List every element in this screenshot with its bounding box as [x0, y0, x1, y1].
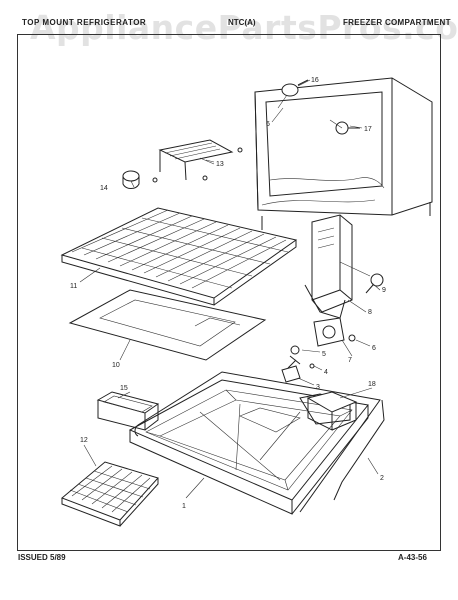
callout-6: 6 — [372, 345, 376, 352]
ice-tray-12 — [61, 461, 159, 527]
callout-16: 16 — [311, 77, 319, 84]
callout-6-top: 6 — [266, 121, 270, 128]
issued-date: ISSUED 5/89 — [18, 553, 66, 562]
watermark: AppliancePartsPros.com — [30, 8, 458, 47]
air-duct-8 — [304, 214, 353, 319]
callout-5: 5 — [322, 351, 326, 358]
bushing-14 — [122, 170, 158, 189]
freezer-liner-1 — [128, 379, 369, 515]
callout-11: 11 — [70, 283, 77, 290]
callout-2: 2 — [380, 475, 384, 482]
header-model-number: NTC(A) — [228, 18, 256, 27]
callout-7: 7 — [348, 357, 352, 364]
page-header: TOP MOUNT REFRIGERATOR NTC(A) FREEZER CO… — [0, 0, 458, 40]
shelf-bracket-13 — [158, 139, 243, 181]
callout-12: 12 — [80, 437, 88, 444]
gasket-2 — [134, 371, 385, 513]
header-section-title: FREEZER COMPARTMENT — [343, 18, 451, 27]
callout-4: 4 — [324, 369, 328, 376]
thermostat-17 — [329, 119, 360, 135]
callout-14: 14 — [100, 185, 108, 192]
callout-10: 10 — [112, 362, 120, 369]
diagram-frame — [17, 34, 441, 551]
callout-1: 1 — [182, 503, 186, 510]
callout-3: 3 — [316, 384, 320, 391]
callout-8: 8 — [368, 309, 372, 316]
ice-bin-15 — [96, 391, 160, 431]
damper-knob-9 — [339, 261, 384, 294]
fan-assembly — [281, 317, 356, 383]
callout-17: 17 — [364, 126, 372, 133]
freezer-shelf-11 — [60, 207, 298, 306]
callout-9: 9 — [382, 287, 386, 294]
insulation-block-18 — [306, 391, 358, 431]
page-code: A-43-56 — [398, 553, 427, 562]
callout-18: 18 — [368, 381, 376, 388]
leader-lines — [79, 79, 381, 499]
callout-15: 15 — [120, 385, 128, 392]
header-model-title: TOP MOUNT REFRIGERATOR — [22, 18, 147, 27]
freezer-cabinet — [254, 77, 433, 230]
callout-13: 13 — [216, 161, 224, 168]
shelf-cover-10 — [68, 289, 267, 361]
control-knob-16 — [277, 79, 309, 109]
